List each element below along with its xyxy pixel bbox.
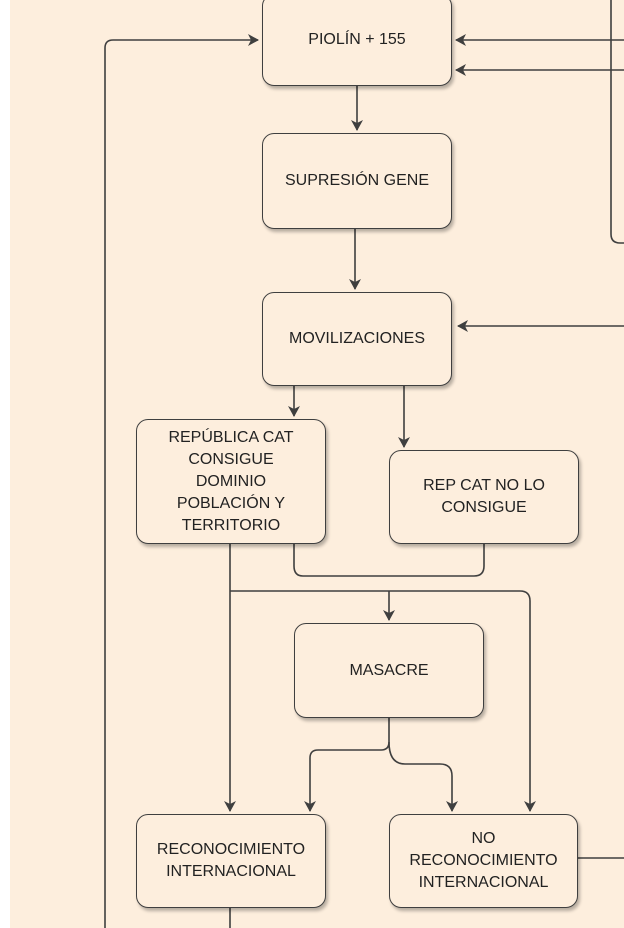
masacre-to-reconocimiento-connector [304, 718, 390, 812]
node-masacre-label: MASACRE [349, 661, 429, 679]
node-piolin-label: PIOLÍN + 155 [308, 31, 406, 48]
masacre-to-no-reconocimiento-connector [388, 741, 458, 812]
node-no-reconocimiento-label: NO RECONOCIMIENTO INTERNACIONAL [409, 830, 558, 891]
node-movilizaciones: MOVILIZACIONES [262, 292, 452, 386]
republica-bus-connector [230, 590, 536, 812]
node-no-reconocimiento: NO RECONOCIMIENTO INTERNACIONAL [389, 814, 578, 908]
node-reconocimiento-label: RECONOCIMIENTO INTERNACIONAL [156, 841, 306, 880]
node-piolin: PIOLÍN + 155 [262, 0, 452, 86]
node-republica-cat: REPÚBLICA CAT CONSIGUE DOMINIO POBLACIÓN… [136, 419, 326, 544]
offscreen-box-edge [610, 0, 624, 244]
node-supresion-gene: SUPRESIÓN GENE [262, 133, 452, 229]
loop-left-to-piolin-connector [104, 34, 259, 928]
rep-no-to-masacre-connector [293, 544, 485, 577]
node-rep-cat-no-label: REP CAT NO LO CONSIGUE [423, 477, 545, 516]
node-rep-cat-no: REP CAT NO LO CONSIGUE [389, 450, 579, 544]
node-masacre: MASACRE [294, 623, 484, 718]
node-movilizaciones-label: MOVILIZACIONES [288, 330, 426, 347]
node-supresion-gene-label: SUPRESIÓN GENE [284, 172, 430, 189]
node-republica-cat-label: REPÚBLICA CAT CONSIGUE DOMINIO POBLACIÓN… [168, 428, 294, 534]
node-reconocimiento: RECONOCIMIENTO INTERNACIONAL [136, 814, 326, 908]
